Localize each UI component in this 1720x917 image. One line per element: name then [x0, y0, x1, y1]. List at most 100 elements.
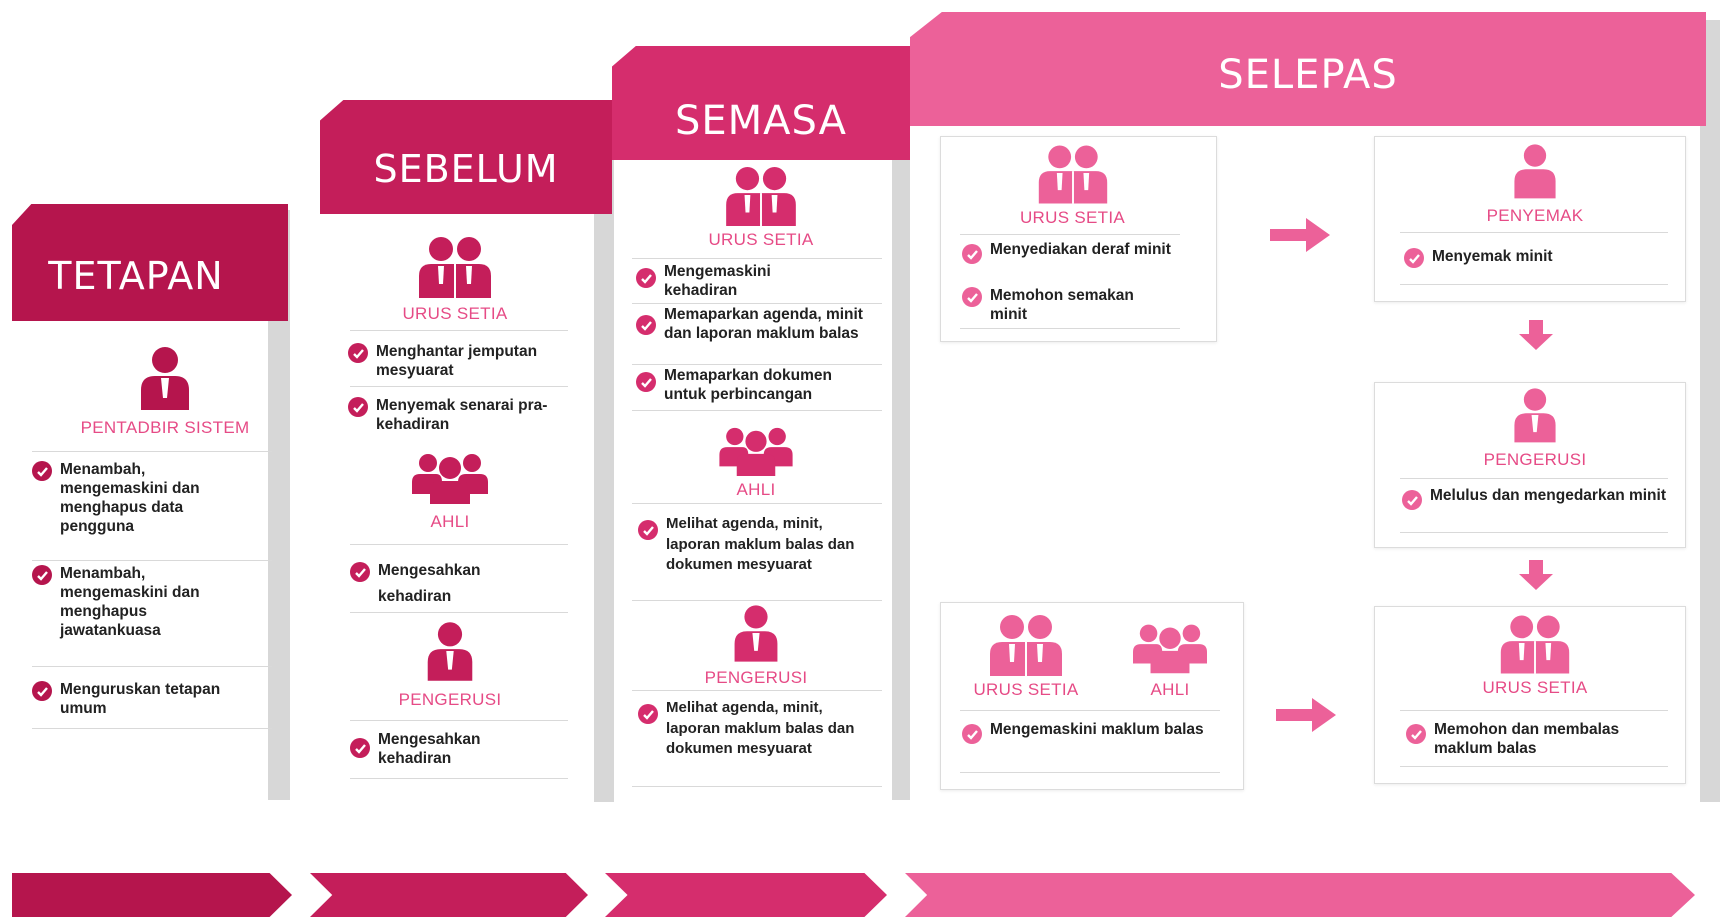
- task-item: Menghantar jemputan mesyuarat: [348, 342, 578, 380]
- group-icon: [1122, 620, 1218, 674]
- task-item: Memohon semakan minit: [962, 286, 1172, 324]
- divider: [1400, 532, 1668, 533]
- task-item: Memohon dan membalas maklum balas: [1406, 720, 1678, 758]
- divider: [32, 728, 272, 729]
- selepas-box-pengerusi: [1374, 382, 1686, 548]
- task-item: Mengesahkan kehadiran: [350, 730, 510, 768]
- check-icon: [962, 244, 982, 264]
- selepas-role-ahli: AHLI: [1122, 620, 1218, 700]
- task-item: Menambah, mengemaskini dan menghapus dat…: [32, 460, 242, 536]
- person-icon: [40, 346, 290, 410]
- sebelum-role-ahli: AHLI: [330, 450, 570, 532]
- task-item: Memaparkan dokumen untuk perbincangan: [636, 366, 876, 404]
- arrow-right-icon: [1276, 698, 1336, 737]
- semasa-header: SEMASA: [612, 46, 910, 160]
- role-label: URUS SETIA: [708, 230, 814, 249]
- role-label: URUS SETIA: [1019, 208, 1126, 227]
- divider: [350, 778, 568, 779]
- divider: [350, 720, 568, 721]
- role-label: URUS SETIA: [1482, 678, 1588, 697]
- divider: [632, 690, 882, 691]
- selepas-role-urus-setia-2: URUS SETIA: [966, 614, 1086, 700]
- check-icon: [32, 681, 52, 701]
- tetapan-title: TETAPAN: [48, 253, 224, 298]
- pair-icon: [636, 166, 886, 226]
- role-label: PENYEMAK: [1486, 206, 1584, 225]
- divider: [1400, 232, 1668, 233]
- sebelum-role-pengerusi: PENGERUSI: [330, 620, 570, 710]
- divider: [632, 503, 882, 504]
- selepas-role-pengerusi: PENGERUSI: [1400, 386, 1670, 470]
- selepas-role-urus-setia-3: URUS SETIA: [1400, 614, 1670, 698]
- task-item: Menyemak minit: [1404, 247, 1654, 268]
- divider: [960, 328, 1180, 329]
- check-icon: [636, 268, 656, 288]
- sebelum-header: SEBELUM: [320, 100, 612, 214]
- divider: [1400, 478, 1668, 479]
- chevron-sebelum: [310, 873, 588, 917]
- check-icon: [350, 738, 370, 758]
- sebelum-title: SEBELUM: [373, 147, 559, 191]
- person-icon: [1400, 386, 1670, 444]
- divider: [632, 258, 882, 259]
- arrow-down-icon: [1519, 320, 1553, 355]
- task-item: Melulus dan mengedarkan minit: [1402, 486, 1674, 510]
- check-icon: [962, 287, 982, 307]
- check-icon: [962, 724, 982, 744]
- semasa-role-pengerusi: PENGERUSI: [636, 604, 876, 688]
- selepas-shadow: [1700, 20, 1720, 802]
- divider: [350, 330, 568, 331]
- pair-icon: [966, 614, 1086, 676]
- sebelum-role-urus-setia: URUS SETIA: [330, 236, 580, 324]
- semasa-shadow: [892, 62, 910, 800]
- divider: [960, 710, 1220, 711]
- role-label: PENGERUSI: [704, 668, 808, 687]
- divider: [350, 386, 568, 387]
- task-item: Melihat agenda, minit, laporan maklum ba…: [638, 514, 868, 576]
- person-icon: [1400, 142, 1670, 200]
- task-item: Melihat agenda, minit, laporan maklum ba…: [638, 698, 868, 760]
- semasa-role-ahli: AHLI: [636, 424, 876, 500]
- person-icon: [636, 604, 876, 662]
- task-item: Menambah, mengemaskini dan menghapus jaw…: [32, 564, 242, 640]
- divider: [632, 786, 882, 787]
- task-item: Memaparkan agenda, minit dan laporan mak…: [636, 305, 876, 343]
- divider: [960, 772, 1220, 773]
- divider: [1400, 710, 1668, 711]
- check-icon: [350, 562, 370, 582]
- divider: [350, 612, 568, 613]
- arrow-down-icon: [1519, 560, 1553, 595]
- check-icon: [1402, 490, 1422, 510]
- task-item: Menguruskan tetapan umum: [32, 680, 262, 718]
- selepas-box-urus-setia-bottom: [1374, 606, 1686, 784]
- divider: [632, 303, 882, 304]
- divider: [632, 364, 882, 365]
- role-label: PENGERUSI: [398, 690, 502, 709]
- check-icon: [1406, 724, 1426, 744]
- divider: [1400, 284, 1668, 285]
- sebelum-shadow: [594, 112, 614, 802]
- divider: [350, 544, 568, 545]
- role-label: PENTADBIR SISTEM: [80, 418, 250, 437]
- chevron-selepas: [905, 873, 1695, 917]
- semasa-title: SEMASA: [674, 98, 848, 144]
- check-icon: [636, 372, 656, 392]
- selepas-box-urus-setia-top: [940, 136, 1217, 342]
- role-label: PENGERUSI: [1483, 450, 1587, 469]
- divider: [32, 560, 272, 561]
- task-item: Mengesahkan kehadiran: [350, 558, 540, 610]
- divider: [32, 666, 272, 667]
- group-icon: [636, 424, 876, 476]
- arrow-right-icon: [1270, 218, 1330, 257]
- divider: [960, 234, 1180, 235]
- divider: [1400, 766, 1668, 767]
- tetapan-shadow: [268, 210, 290, 800]
- check-icon: [32, 461, 52, 481]
- pair-icon: [1400, 614, 1670, 674]
- task-item: Mengemaskini kehadiran: [636, 262, 846, 300]
- task-item: Menyemak senarai pra-kehadiran: [348, 396, 558, 434]
- semasa-role-urus-setia: URUS SETIA: [636, 166, 886, 250]
- role-label: AHLI: [430, 512, 470, 531]
- selepas-title: SELEPAS: [1218, 52, 1398, 98]
- task-item: Mengemaskini maklum balas: [962, 720, 1212, 744]
